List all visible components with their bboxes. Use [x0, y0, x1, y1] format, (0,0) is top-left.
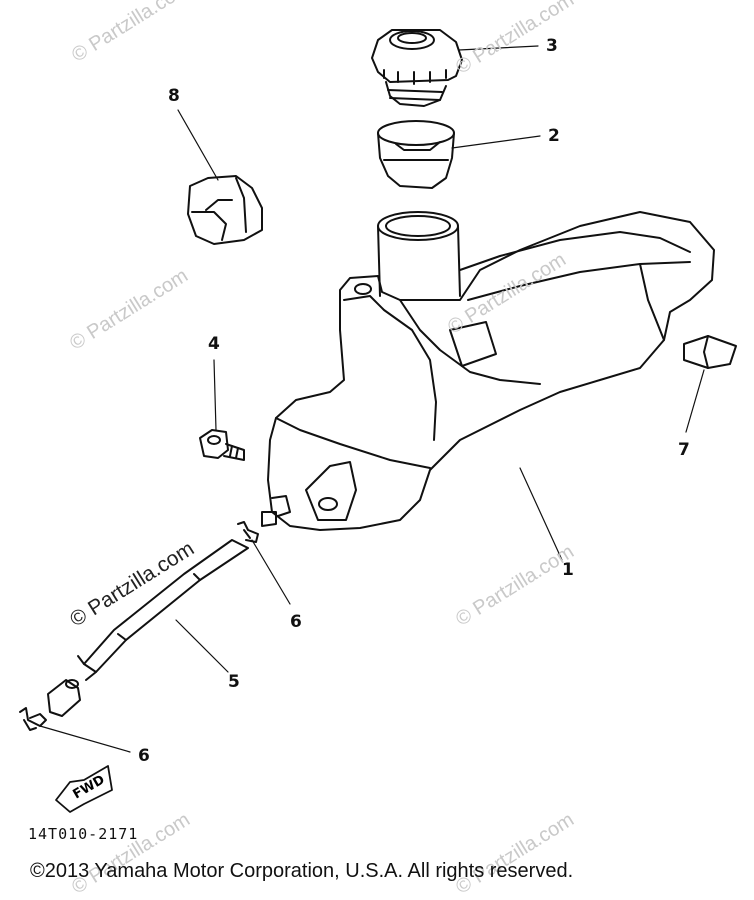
callout-filler-collar[interactable]: 2	[548, 126, 560, 146]
copyright-notice: ©2013 Yamaha Motor Corporation, U.S.A. A…	[30, 860, 574, 882]
leader-4	[213, 359, 217, 431]
callout-damper[interactable]: 8	[168, 86, 180, 106]
bolt-part[interactable]	[199, 429, 245, 461]
leader-6-upper	[251, 539, 291, 605]
leader-2	[451, 135, 541, 149]
pad-part[interactable]	[683, 335, 737, 369]
leader-3	[458, 45, 539, 51]
clip-upper-part[interactable]	[237, 521, 259, 543]
fuel-hose-part[interactable]	[77, 539, 249, 681]
leader-lines	[39, 45, 705, 753]
hose-joint-part[interactable]	[47, 679, 81, 717]
filler-collar-part[interactable]	[377, 120, 455, 189]
leader-5	[175, 619, 229, 673]
leader-1	[519, 467, 563, 561]
callout-fuel-tank[interactable]: 1	[562, 560, 574, 580]
fuel-tank-part[interactable]	[261, 211, 715, 531]
damper-part[interactable]	[187, 175, 263, 245]
callout-clip-lower[interactable]: 6	[138, 746, 150, 766]
leader-8	[177, 109, 219, 181]
callout-clip-upper[interactable]: 6	[290, 612, 302, 632]
drawing-code: 14T010-2171	[28, 825, 139, 843]
leader-7	[685, 369, 705, 433]
fuel-cap-part[interactable]	[371, 29, 463, 107]
callout-fuel-cap[interactable]: 3	[546, 36, 558, 56]
fwd-arrow-icon	[55, 765, 113, 813]
callout-pad[interactable]: 7	[678, 440, 690, 460]
callout-bolt[interactable]: 4	[208, 334, 220, 354]
leader-6-lower	[39, 725, 131, 753]
callout-fuel-hose[interactable]: 5	[228, 672, 240, 692]
